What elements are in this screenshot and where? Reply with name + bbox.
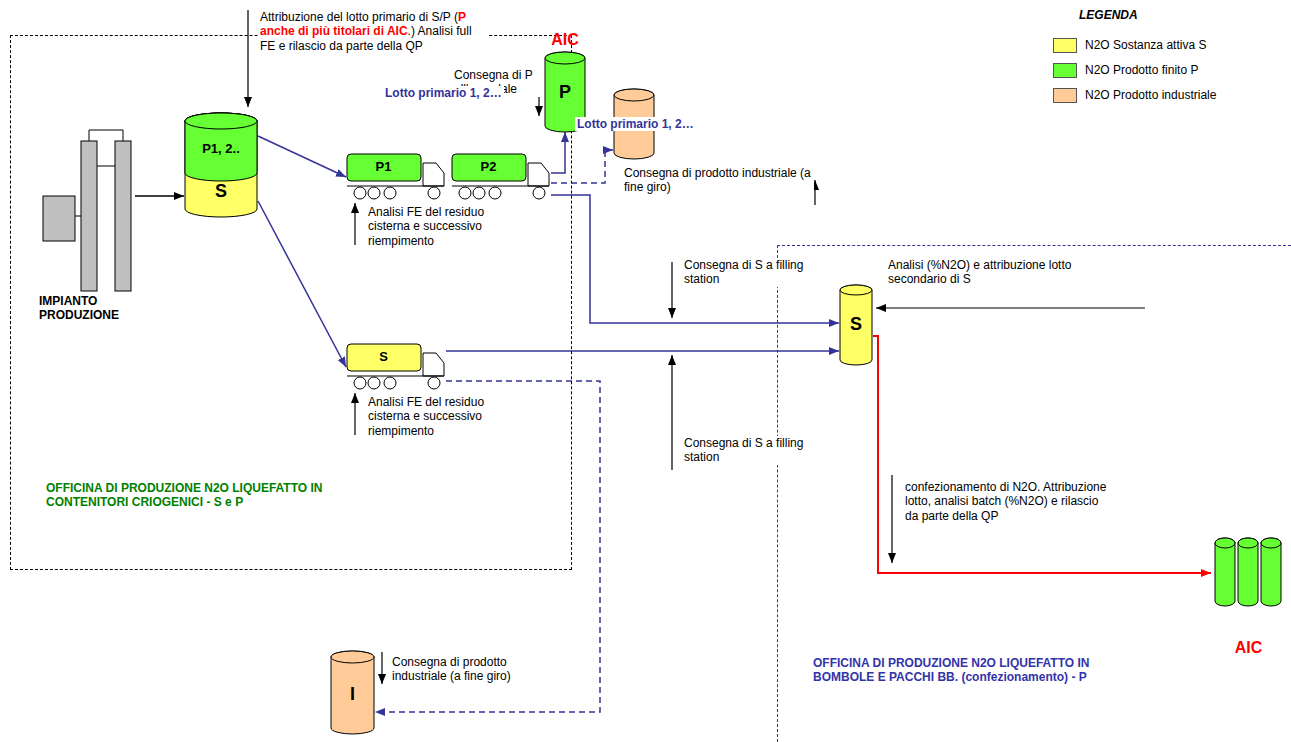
- node-text: P: [543, 82, 587, 104]
- legend-swatch: [1053, 38, 1077, 53]
- leader-arrow: [891, 475, 892, 563]
- connector: [873, 336, 1211, 573]
- node-text: AIC: [1206, 638, 1291, 657]
- tank-node: I: [330, 650, 375, 735]
- legend-text: N2O Prodotto finito P: [1085, 63, 1285, 77]
- leader-arrow: [247, 10, 248, 107]
- node-text: S: [346, 349, 421, 365]
- legend-swatch: [1053, 88, 1077, 103]
- tank-node: S: [839, 284, 873, 366]
- storage-tank: [184, 111, 258, 221]
- legend-text: N2O Prodotto industriale: [1085, 88, 1285, 102]
- node-text: IMPIANTO PRODUZIONE: [39, 294, 135, 323]
- note-text: LEGENDA: [1077, 8, 1171, 22]
- cylinders-node: AIC: [1211, 536, 1286, 666]
- legend-text: N2O Sostanza attiva S: [1085, 38, 1285, 52]
- gas-cylinders: [1211, 536, 1286, 608]
- node-text: AIC: [533, 30, 597, 49]
- connector: [446, 350, 839, 352]
- node-text: P1, 2..: [184, 141, 258, 157]
- connector: [551, 132, 565, 173]
- connector: [258, 136, 346, 177]
- leader-arrow: [671, 355, 672, 470]
- connector: [551, 150, 613, 183]
- leader-arrow: [381, 652, 382, 684]
- truck-node: S: [346, 343, 446, 391]
- truck-icon: [451, 153, 551, 201]
- note-text: Attribuzione del lotto primario di S/P (: [260, 10, 458, 24]
- tank-node: P1, 2.. S: [184, 111, 258, 221]
- connector: [551, 195, 839, 323]
- truck-node: P1: [346, 153, 446, 201]
- note-text: confezionamento di N2O. Attribuzione lot…: [903, 480, 1115, 523]
- plant-node: IMPIANTO PRODUZIONE: [39, 126, 135, 331]
- node-text: OFFICINA DI PRODUZIONE N2O LIQUEFATTO IN…: [813, 656, 1143, 685]
- note-text: Analisi (%N2O) e attribuzione lotto seco…: [886, 258, 1084, 287]
- note-block: Attribuzione del lotto primario di S/P (…: [258, 10, 488, 53]
- leader-arrow: [876, 307, 1145, 308]
- truck-icon: [346, 153, 446, 201]
- plant-illustration: [39, 126, 135, 291]
- edge-label: Lotto primario 1, 2…: [383, 86, 504, 100]
- node-text: OFFICINA DI PRODUZIONE N2O LIQUEFATTO IN…: [46, 481, 376, 510]
- leader-arrow: [671, 262, 672, 318]
- note-text: Analisi FE del residuo cisterna e succes…: [366, 205, 512, 248]
- connector: [258, 201, 346, 367]
- region-box: OFFICINA DI PRODUZIONE N2O LIQUEFATTO IN…: [10, 35, 572, 570]
- node-text: S: [184, 181, 258, 203]
- connector: [135, 195, 184, 197]
- legend-swatch: [1053, 63, 1077, 78]
- leader-arrow: [354, 203, 355, 245]
- edge-label: Lotto primario 1, 2…: [575, 117, 696, 131]
- truck-icon: [346, 343, 446, 391]
- note-text: Analisi FE del residuo cisterna e succes…: [366, 395, 512, 438]
- leader-arrow: [354, 393, 355, 435]
- truck-node: P2: [451, 153, 551, 201]
- node-text: I: [330, 684, 375, 706]
- note-text: Consegna di prodotto industriale (a fine…: [622, 166, 814, 195]
- node-text: P1: [346, 159, 421, 175]
- node-text: S: [839, 314, 873, 336]
- note-text: Consegna di S a filling station: [682, 258, 810, 287]
- note-text: Consegna di S a filling station: [682, 436, 810, 465]
- note-text: Consegna di prodotto industriale (a fine…: [390, 655, 556, 684]
- node-text: P2: [451, 159, 526, 175]
- leader-arrow: [814, 180, 815, 205]
